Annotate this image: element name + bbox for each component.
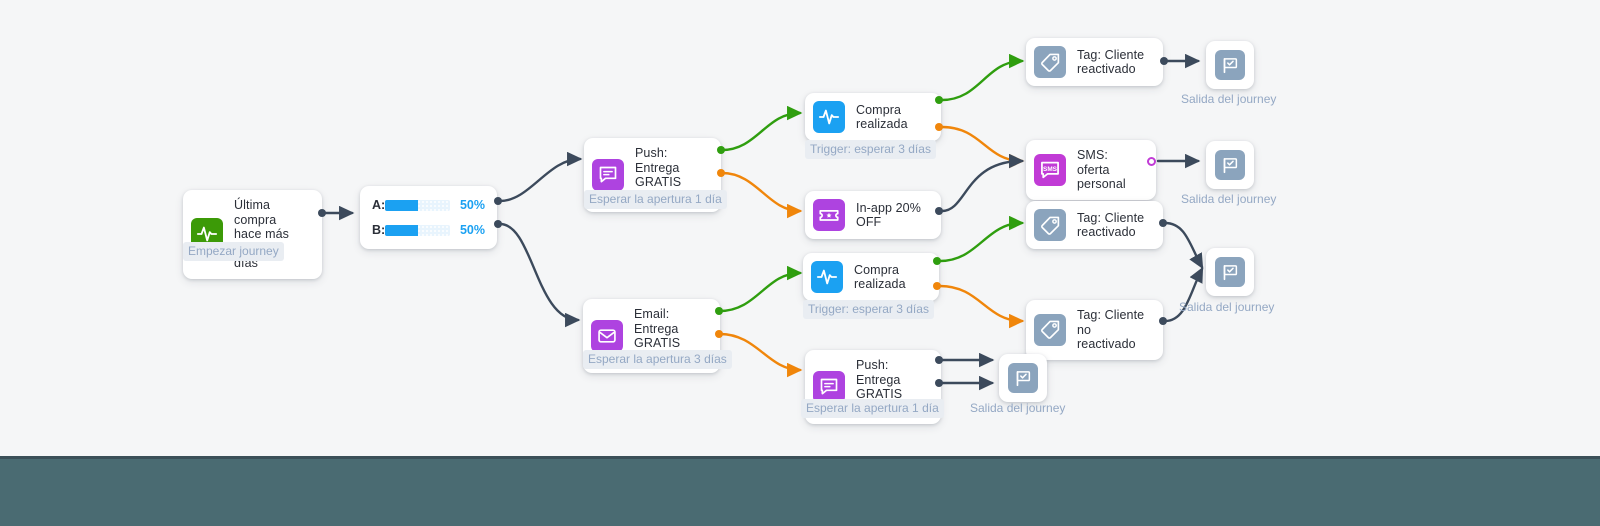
edge-purchase-top-yes bbox=[940, 53, 1025, 102]
journey-canvas[interactable]: Última compra hace más de 30 días Empeza… bbox=[0, 0, 1600, 456]
flag-check-icon bbox=[1215, 257, 1245, 287]
edge-purchase-top-no bbox=[940, 125, 1025, 169]
flag-check-icon bbox=[1215, 150, 1245, 180]
node-label: Compra realizada bbox=[854, 262, 906, 292]
port-start-out[interactable] bbox=[318, 209, 326, 217]
port-tag2-out[interactable] bbox=[1159, 219, 1167, 227]
svg-text:SMS: SMS bbox=[1043, 166, 1058, 173]
edge-splitB-to-email bbox=[498, 222, 581, 328]
split-key-a: A: bbox=[372, 198, 386, 212]
pulse-icon bbox=[813, 101, 845, 133]
node-label: Tag: Cliente reactivado bbox=[1077, 47, 1145, 77]
node-purchase-bottom[interactable]: Compra realizada bbox=[803, 253, 939, 301]
edge-email-yes bbox=[718, 265, 803, 313]
port-push-bot-out2[interactable] bbox=[935, 379, 943, 387]
node-start-trigger[interactable]: Última compra hace más de 30 días bbox=[183, 190, 322, 279]
flag-check-icon bbox=[1215, 50, 1245, 80]
node-exit-4[interactable] bbox=[999, 354, 1047, 402]
port-purchase-bot-yes[interactable] bbox=[933, 257, 941, 265]
node-label: Tag: Cliente no reactivado bbox=[1077, 308, 1145, 351]
sublabel-start: Empezar journey bbox=[183, 242, 284, 261]
node-label: Compra realizada bbox=[856, 102, 908, 132]
port-email-yes[interactable] bbox=[715, 307, 723, 315]
edge-tagno-to-exit3 bbox=[1163, 266, 1204, 323]
port-tag1-out[interactable] bbox=[1160, 57, 1168, 65]
port-purchase-top-yes[interactable] bbox=[935, 96, 943, 104]
sublabel-push-top: Esperar la apertura 1 día bbox=[584, 190, 727, 209]
chat-bubble-icon bbox=[592, 159, 624, 191]
port-sms-out[interactable] bbox=[1147, 157, 1156, 166]
port-push-top-no[interactable] bbox=[717, 169, 725, 177]
node-tag-reactivado-2[interactable]: Tag: Cliente reactivado bbox=[1026, 201, 1163, 249]
node-tag-reactivado-1[interactable]: Tag: Cliente reactivado bbox=[1026, 38, 1163, 86]
edge-push-top-yes bbox=[720, 105, 803, 152]
split-key-b: B: bbox=[372, 223, 386, 237]
sublabel-trigger-bottom: Trigger: esperar 3 días bbox=[803, 300, 934, 319]
node-label: SMS: oferta personal bbox=[1077, 148, 1126, 191]
pulse-icon bbox=[811, 261, 843, 293]
split-bar-a bbox=[385, 199, 450, 211]
edge-purchase-bot-no bbox=[938, 284, 1025, 329]
sublabel-push-bottom: Esperar la apertura 1 día bbox=[801, 399, 944, 418]
split-row-a[interactable]: A: 50% bbox=[372, 196, 485, 214]
tag-icon bbox=[1034, 46, 1066, 78]
port-push-top-yes[interactable] bbox=[717, 146, 725, 154]
split-row-b[interactable]: B: 50% bbox=[372, 221, 485, 239]
node-exit-2[interactable] bbox=[1206, 141, 1254, 189]
edge-push-top-no bbox=[720, 171, 803, 219]
node-sms[interactable]: SMS SMS: oferta personal bbox=[1026, 140, 1156, 200]
chat-bubble-icon bbox=[813, 371, 845, 403]
bottom-chrome-bar bbox=[0, 456, 1600, 526]
edge-purchase-bot-yes bbox=[938, 215, 1025, 263]
node-purchase-top[interactable]: Compra realizada bbox=[805, 93, 941, 141]
port-push-bot-out1[interactable] bbox=[935, 356, 943, 364]
node-label: In-app 20% OFF bbox=[856, 200, 921, 230]
node-label: Tag: Cliente reactivado bbox=[1077, 210, 1145, 240]
edge-splitA-to-push-top bbox=[498, 151, 583, 203]
split-bar-b bbox=[385, 224, 450, 236]
edge-tag2-to-exit3 bbox=[1163, 221, 1204, 270]
sublabel-trigger-top: Trigger: esperar 3 días bbox=[805, 140, 936, 159]
port-email-no[interactable] bbox=[715, 330, 723, 338]
sms-icon: SMS bbox=[1034, 153, 1066, 186]
edge-email-no bbox=[718, 332, 803, 378]
split-percent-b: 50% bbox=[459, 223, 485, 237]
tag-icon bbox=[1034, 313, 1066, 346]
sublabel-exit-1: Salida del journey bbox=[1181, 92, 1277, 106]
edge-layer bbox=[320, 53, 1204, 391]
node-tag-no-reactivado[interactable]: Tag: Cliente no reactivado bbox=[1026, 300, 1163, 360]
sublabel-email: Esperar la apertura 3 días bbox=[583, 350, 732, 369]
edge-inapp-to-sms bbox=[940, 153, 1025, 213]
node-ab-split[interactable]: A: 50% B: 50% bbox=[360, 186, 497, 249]
port-purchase-bot-no[interactable] bbox=[933, 282, 941, 290]
tag-icon bbox=[1034, 209, 1066, 241]
split-percent-a: 50% bbox=[459, 198, 485, 212]
port-split-a-out[interactable] bbox=[494, 197, 502, 205]
sublabel-exit-2: Salida del journey bbox=[1181, 192, 1277, 206]
port-tagno-out[interactable] bbox=[1159, 317, 1167, 325]
node-exit-1[interactable] bbox=[1206, 41, 1254, 89]
port-split-b-out[interactable] bbox=[494, 220, 502, 228]
sublabel-exit-3: Salida del journey bbox=[1179, 300, 1275, 314]
node-inapp[interactable]: In-app 20% OFF bbox=[805, 191, 941, 239]
node-exit-3[interactable] bbox=[1206, 248, 1254, 296]
envelope-icon bbox=[591, 320, 623, 352]
ticket-icon bbox=[813, 199, 845, 231]
flag-check-icon bbox=[1008, 363, 1038, 393]
sublabel-exit-4: Salida del journey bbox=[970, 401, 1066, 415]
port-inapp-out[interactable] bbox=[935, 207, 943, 215]
port-purchase-top-no[interactable] bbox=[935, 123, 943, 131]
